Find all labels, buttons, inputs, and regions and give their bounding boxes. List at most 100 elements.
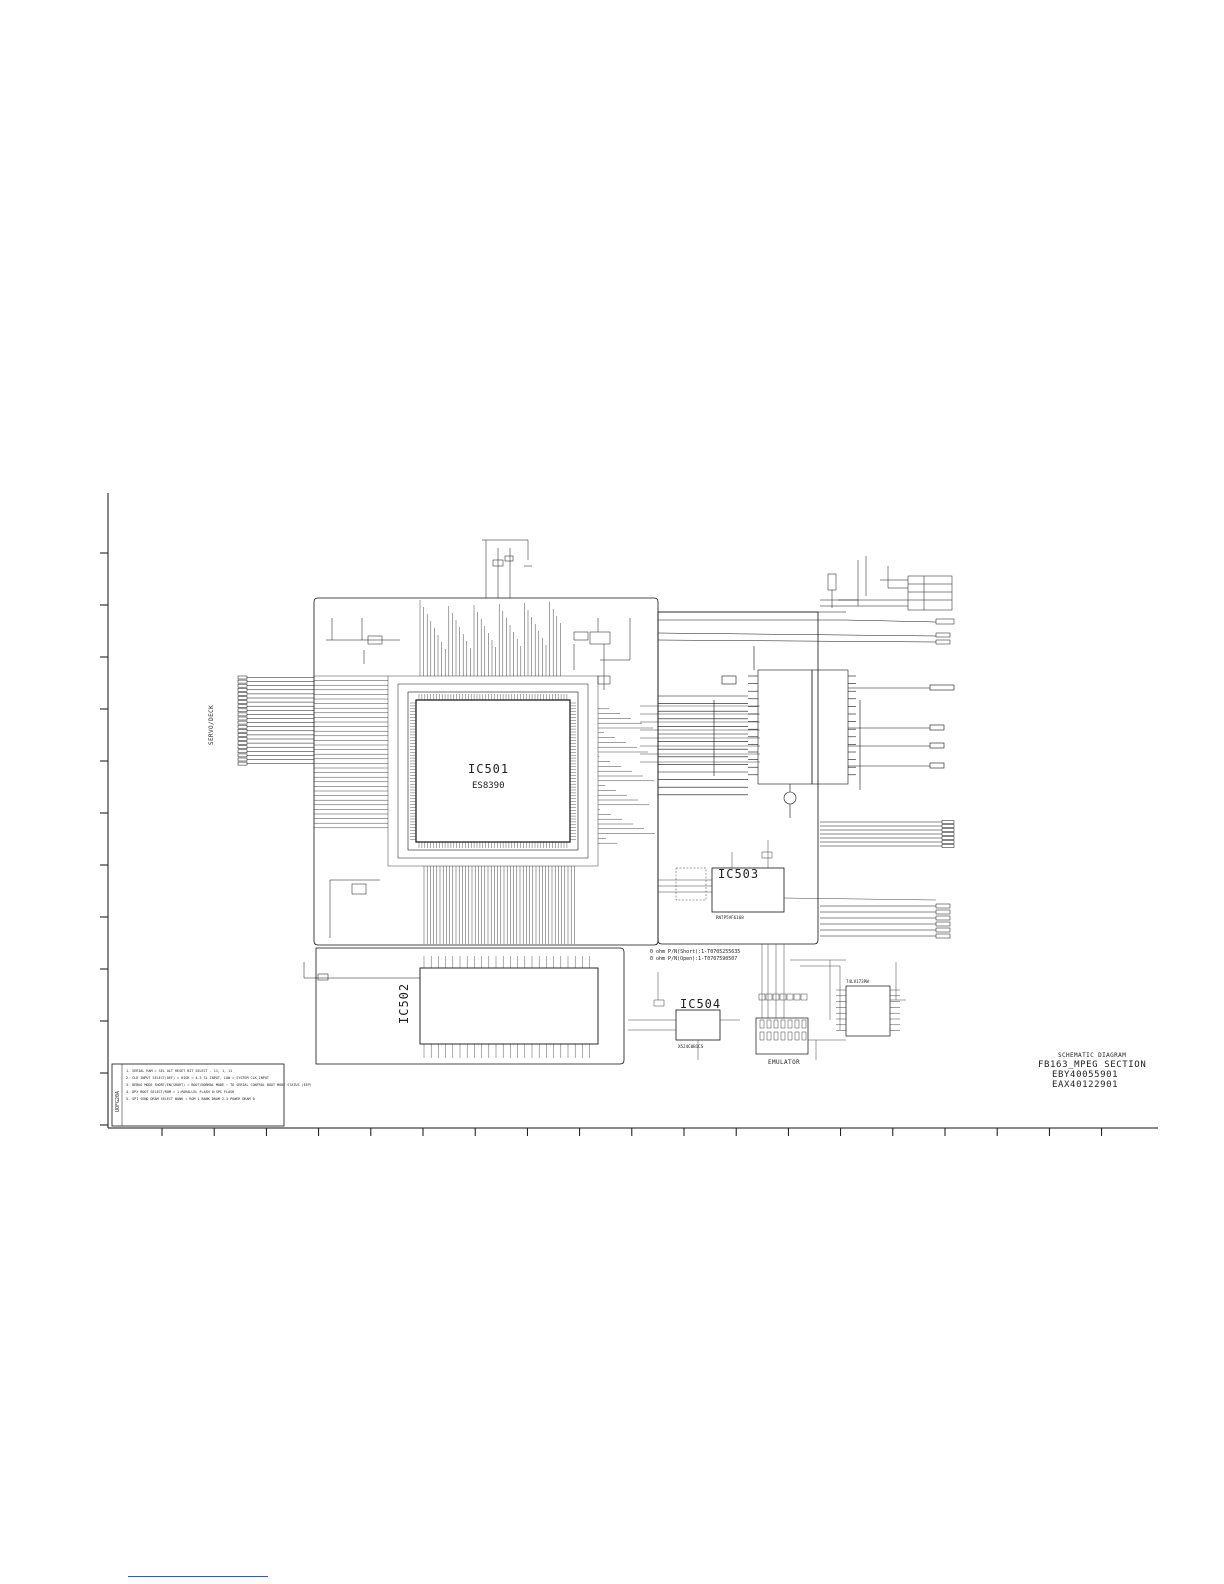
note-line-3: 3. DEBUG MODE SHORT/EN(SHORT) = BOOT/NOR…: [126, 1083, 312, 1087]
connector-pin: [237, 761, 248, 766]
emulator-pin: [794, 1019, 800, 1029]
output-terminal: [935, 927, 951, 933]
emulator-wiring: [761, 944, 846, 1060]
connector-pin: [237, 688, 248, 692]
emulator-pullup: [793, 993, 801, 1001]
connector-pin: [237, 729, 248, 733]
emulator-pin: [780, 1031, 786, 1041]
output-terminal: [935, 933, 951, 939]
connector-pin: [237, 745, 248, 749]
connector-pin: [237, 692, 248, 696]
emulator-pin: [780, 1019, 786, 1029]
connector-pin: [237, 679, 248, 684]
top-right-connector[interactable]: [657, 556, 955, 645]
ic501-region-frame: [313, 597, 659, 946]
title-heading: SCHEMATIC DIAGRAM: [1058, 1052, 1126, 1059]
emulator-label: EMULATOR: [768, 1059, 800, 1066]
title-doc-1: EBY40055901: [1052, 1070, 1118, 1080]
emulator-pullup: [765, 993, 773, 1001]
latch-chip[interactable]: 74LV173PW: [836, 962, 906, 1037]
emulator-pin: [787, 1031, 793, 1041]
connector-pin: [237, 716, 248, 721]
connector-pin: [237, 696, 248, 700]
servo-deck-label: SERVO/DECK: [208, 705, 215, 745]
output-terminal: [941, 840, 955, 844]
ic501-chip[interactable]: IC501 ES8390: [387, 675, 599, 867]
emulator-pin: [773, 1019, 779, 1029]
emulator-pin: [801, 1019, 807, 1029]
drawing-frame: [100, 493, 1158, 1136]
servo-deck-connector[interactable]: SERVO/DECK: [208, 675, 314, 766]
zero-ohm-note-open: 0 ohm P/N(Open):1-T0707590507: [650, 956, 737, 962]
ic503-part-label: RN7P5VF6168: [716, 915, 744, 920]
emulator-header[interactable]: EMULATOR: [755, 993, 809, 1066]
ic501-ref-label: IC501: [468, 762, 509, 776]
zero-ohm-note-short: 0 ohm P/N(Short):1-T0705255635: [650, 949, 740, 955]
output-terminal: [935, 903, 951, 909]
ic504-chip[interactable]: IC504 X524C0B1CS: [628, 972, 740, 1060]
output-terminal: [941, 820, 955, 824]
emulator-pin: [787, 1019, 793, 1029]
connector-pin: [237, 724, 248, 729]
connector-pin: [237, 708, 248, 713]
emulator-pullup: [800, 993, 808, 1001]
connector-pin: [237, 704, 248, 708]
note-line-2: 2. CLK INPUT SELECT(DEF) = HIGH = 4.3 SL…: [126, 1076, 269, 1080]
connector-pin: [237, 700, 248, 704]
right-region-frame: [657, 611, 819, 945]
ic504-part-label: X524C0B1CS: [678, 1044, 704, 1049]
ic502-left-parts: [303, 879, 420, 981]
emulator-pullup: [786, 993, 794, 1001]
notes-tag: UOFG20A: [115, 1091, 121, 1112]
emulator-pin: [766, 1019, 772, 1029]
title-block: SCHEMATIC DIAGRAM FB163_MPEG SECTION EBY…: [1038, 1052, 1146, 1090]
ic501-bus-lines: [314, 600, 760, 944]
title-section: FB163_MPEG SECTION: [1038, 1060, 1146, 1070]
connector-pin: [237, 720, 248, 725]
connector-pin: [237, 741, 248, 745]
connector-pin: [237, 749, 248, 754]
emulator-pin: [759, 1031, 765, 1041]
ic502-region-frame: [315, 947, 625, 1065]
output-terminal: [935, 921, 951, 927]
ic502-chip[interactable]: IC502: [397, 956, 599, 1058]
right-mid-outputs: [820, 820, 955, 848]
left-power-cluster: [326, 618, 400, 664]
ic502-ref-label: IC502: [397, 983, 411, 1024]
ic504-ref-label: IC504: [680, 997, 721, 1011]
zero-ohm-notes: 0 ohm P/N(Short):1-T0705255635 0 ohm P/N…: [650, 949, 740, 962]
ic501-part-label: ES8390: [472, 781, 505, 791]
connector-pin: [237, 683, 248, 688]
emulator-pullup: [779, 993, 787, 1001]
output-terminal: [941, 824, 955, 828]
emulator-pin: [766, 1031, 772, 1041]
connector-pin: [237, 733, 248, 737]
connector-pin: [237, 753, 248, 758]
emulator-pin: [773, 1031, 779, 1041]
output-terminal: [941, 828, 955, 832]
right-buffer-chip[interactable]: [658, 646, 955, 818]
output-terminal: [941, 836, 955, 840]
connector-pin: [237, 737, 248, 741]
connector-pin: [237, 712, 248, 717]
right-bottom-outputs: [820, 903, 951, 939]
ic503-chip[interactable]: IC503 RN7P5VF6168: [658, 840, 937, 920]
note-line-1: 1. SERIAL RAM = SEL ALT RESET BIT SELECT…: [126, 1069, 232, 1073]
ic503-ref-label: IC503: [718, 867, 759, 881]
note-line-5: 5. SPI SEND DRAM SELECT BANK = ROM 1 BAN…: [126, 1097, 255, 1101]
regulator-cluster: [573, 618, 631, 690]
notes-box: UOFG20A 1. SERIAL RAM = SEL ALT RESET BI…: [111, 1063, 312, 1127]
connector-pin: [237, 675, 248, 680]
title-doc-2: EAX40122901: [1052, 1080, 1118, 1090]
latch-part-label: 74LV173PW: [846, 979, 869, 984]
output-terminal: [935, 909, 951, 915]
emulator-pin: [801, 1031, 807, 1041]
emulator-pin: [794, 1031, 800, 1041]
output-terminal: [935, 915, 951, 921]
output-terminal: [941, 832, 955, 836]
output-terminal: [941, 844, 955, 848]
connector-pin: [237, 757, 248, 762]
footer-link-underline[interactable]: [128, 1576, 268, 1577]
note-line-4: 4. DPX BOOT SELECT/ROM = 1:PARALLEL FLAS…: [126, 1090, 234, 1094]
